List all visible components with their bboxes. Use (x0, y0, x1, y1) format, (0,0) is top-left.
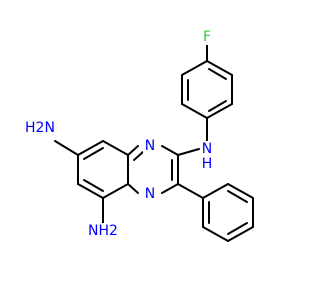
benzo-ring (77, 140, 129, 199)
pyrazine-ring (127, 145, 179, 194)
c7-nh2-bond (54, 140, 79, 156)
nh-c2-bond (177, 148, 200, 156)
phenyl-ring (202, 183, 254, 242)
molecule-structure: F N H N N H2N NH2 (25, 29, 254, 242)
quinoxaline-n1-label: N (145, 138, 155, 154)
c3-phenyl-bond (177, 183, 204, 199)
fluorophenyl-ring (181, 60, 233, 119)
fluorine-label: F (203, 29, 211, 45)
quinoxaline-n4-label: N (145, 186, 155, 202)
atom-labels: F N H N N H2N NH2 (25, 29, 214, 239)
nh2-7-label: H2N (25, 120, 55, 136)
amine-h-label: H (202, 156, 213, 172)
molecule-diagram: F N H N N H2N NH2 (25, 29, 254, 242)
amine-n-label: N (202, 141, 212, 157)
nh2-5-label: NH2 (88, 223, 118, 239)
